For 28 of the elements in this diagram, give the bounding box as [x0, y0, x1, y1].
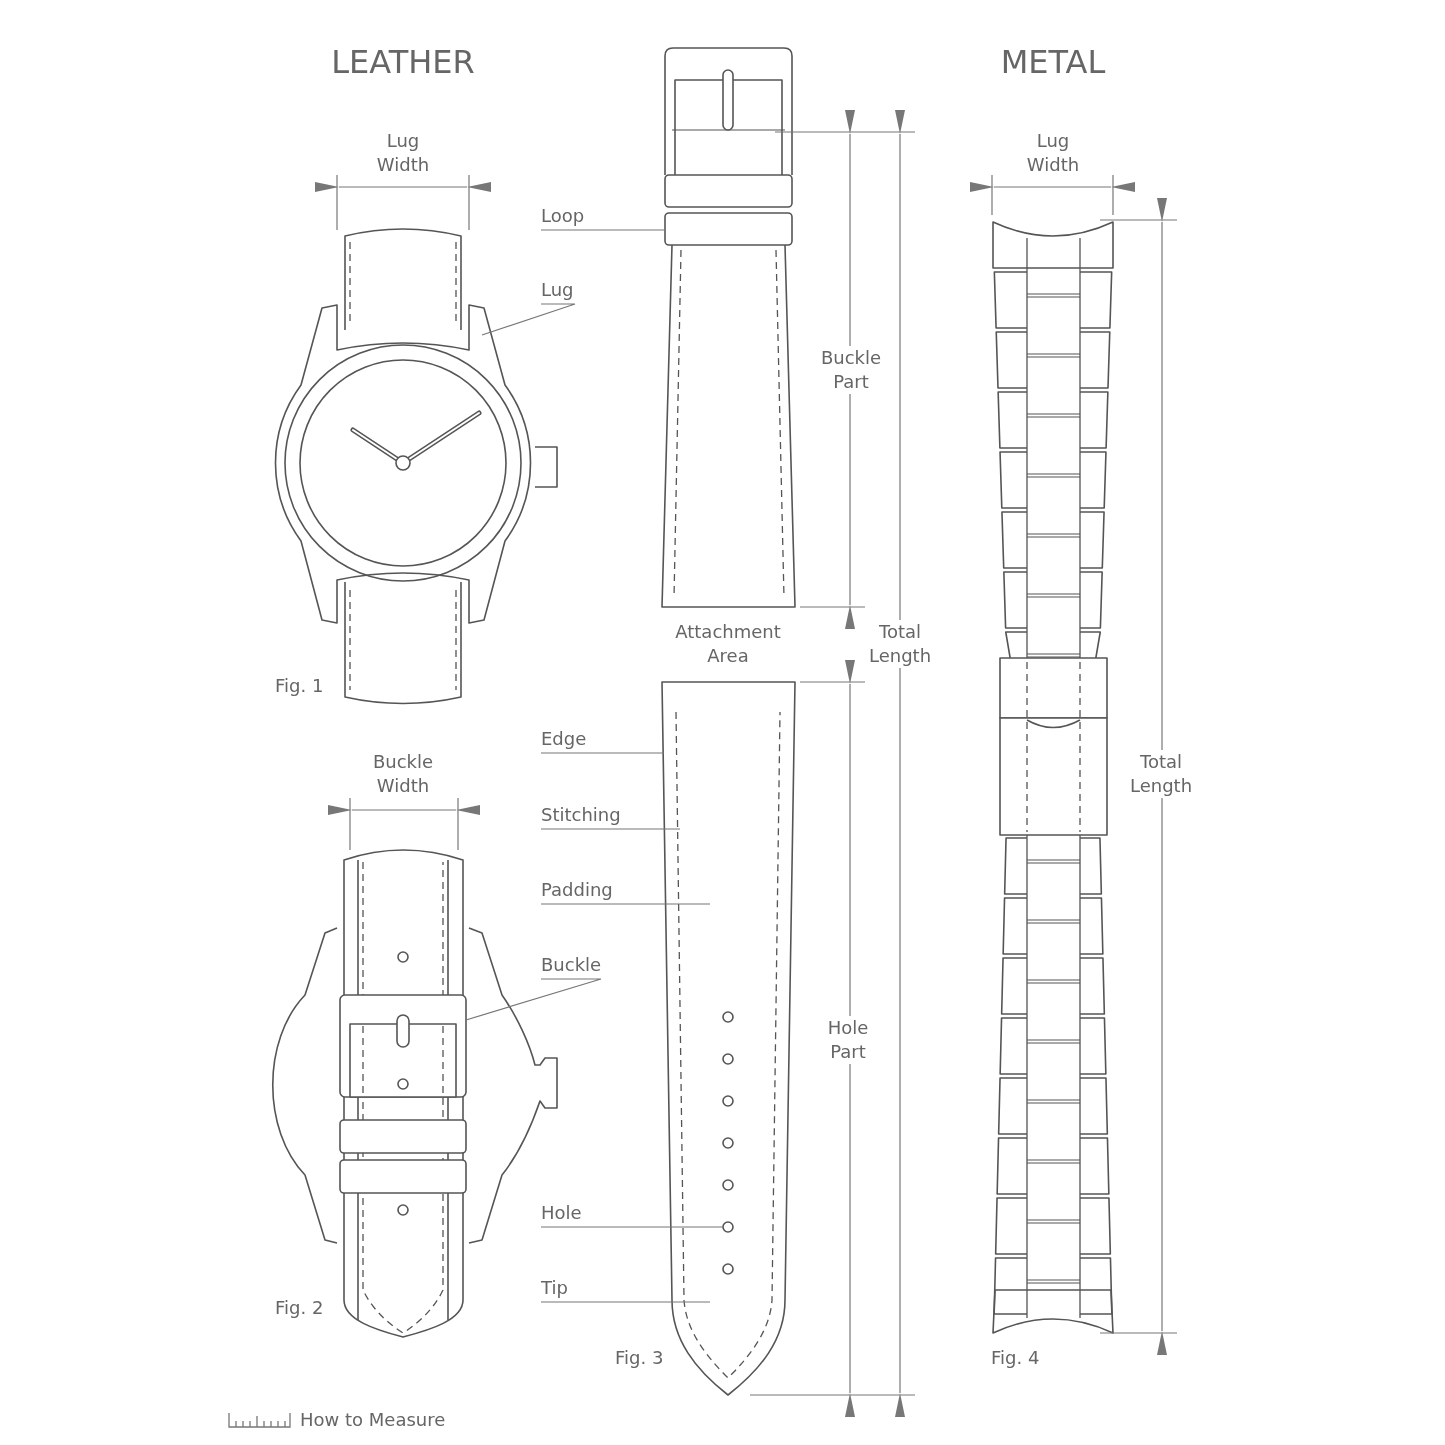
- dimension-label: Attachment Area: [674, 620, 782, 668]
- leader-line: [481, 303, 576, 336]
- figure-label: Fig. 2: [275, 1296, 325, 1320]
- dimension-label: Lug Width: [375, 129, 431, 177]
- part-label: Padding: [541, 878, 613, 904]
- figure-label: Fig. 1: [275, 674, 325, 698]
- leader-line: [540, 903, 711, 905]
- leader-line: [540, 1226, 724, 1228]
- part-label: Buckle: [541, 953, 602, 979]
- leader-line: [540, 752, 665, 754]
- dimension-label: Buckle Width: [371, 750, 435, 798]
- section-heading: LEATHER: [330, 42, 476, 82]
- figure-label: Fig. 4: [991, 1346, 1041, 1370]
- leather-strap-drawing: [661, 47, 796, 1396]
- part-label: Hole: [541, 1201, 582, 1227]
- caption-text: How to Measure: [300, 1408, 447, 1432]
- leader-line: [540, 229, 666, 231]
- section-heading: METAL: [999, 42, 1107, 82]
- part-label: Tip: [541, 1276, 568, 1302]
- leader-line: [465, 978, 602, 1021]
- dimension-label: Lug Width: [1025, 129, 1081, 177]
- leader-line: [540, 828, 681, 830]
- figure-label: Fig. 3: [615, 1346, 665, 1370]
- leader-line: [540, 1301, 711, 1303]
- part-label: Edge: [541, 727, 587, 753]
- part-label: Loop: [541, 204, 585, 230]
- part-label: Lug: [541, 278, 574, 304]
- part-label: Stitching: [541, 803, 621, 829]
